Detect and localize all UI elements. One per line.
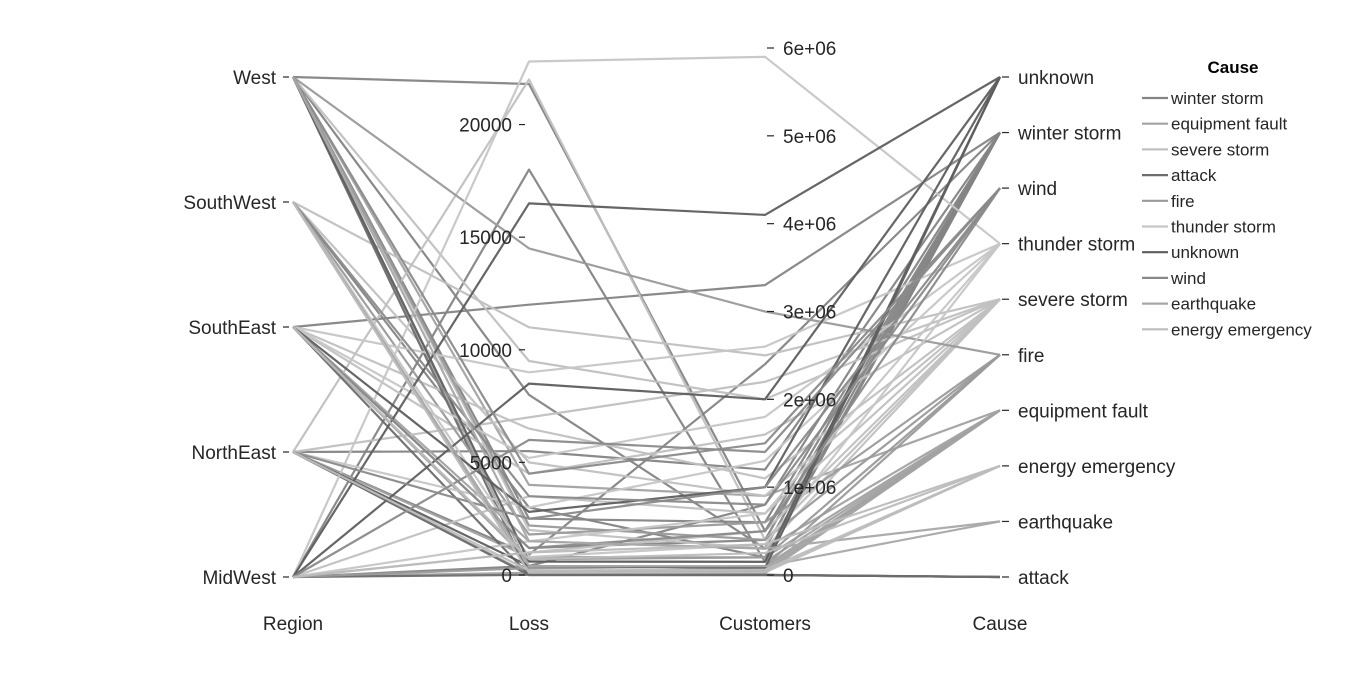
axis-cause-tick-label-7: wind	[1017, 179, 1057, 200]
axis-cause-tick-label-1: earthquake	[1018, 512, 1113, 533]
axis-customers-tick-label-3: 3e+06	[783, 303, 836, 324]
data-line-energy-emergency-1	[292, 451, 1001, 572]
axis-region-tick-label-4: West	[233, 68, 277, 89]
legend-label: equipment fault	[1171, 115, 1288, 134]
data-lines	[291, 55, 1001, 579]
axis-cause-tick-label-0: attack	[1018, 568, 1069, 589]
axis-customers-tick-label-2: 2e+06	[783, 390, 836, 411]
legend-label: earthquake	[1171, 295, 1256, 314]
axis-cause-tick-label-6: thunder storm	[1018, 235, 1135, 256]
data-line-severe-storm-3	[292, 78, 1001, 542]
legend-label: fire	[1171, 192, 1195, 211]
legend-label: winter storm	[1170, 89, 1264, 108]
data-line-energy-emergency-3	[292, 201, 1001, 574]
axis-cause-tick-label-9: unknown	[1018, 68, 1094, 89]
axis-region-tick-label-2: SouthEast	[188, 318, 276, 339]
axis-title-cause: Cause	[973, 614, 1028, 635]
data-line-wind-2	[292, 187, 1001, 550]
legend-entry-thunder-storm: thunder storm	[1142, 218, 1276, 237]
data-line-severe-storm-4	[292, 298, 1001, 579]
legend-entry-winter-storm: winter storm	[1142, 89, 1264, 108]
data-line-equipment-fault-4	[292, 409, 1001, 579]
data-line-attack-3	[292, 451, 1001, 579]
data-line-unknown-0	[292, 76, 1001, 578]
data-line-fire-0	[292, 76, 1001, 356]
data-line-equipment-fault-6	[292, 76, 1001, 497]
data-line-thunder-storm-1	[292, 242, 1001, 459]
axis-loss-tick-label-0: 0	[501, 566, 512, 587]
data-line-wind-4	[292, 187, 1001, 578]
axis-customers-tick-label-1: 1e+06	[783, 478, 836, 499]
data-line-winter-storm-8	[292, 131, 1001, 329]
legend-entry-equipment-fault: equipment fault	[1142, 115, 1288, 134]
axis-cause-tick-label-4: fire	[1018, 346, 1044, 367]
axis-cause-tick-label-3: equipment fault	[1018, 401, 1149, 422]
axes: MidWest NorthEast SouthEast SouthWest WestRe…	[183, 39, 1175, 635]
axis-region: MidWest NorthEast SouthEast SouthWest WestRe…	[183, 68, 323, 635]
axis-title-loss: Loss	[509, 614, 549, 635]
axis-cause-tick-label-8: winter storm	[1017, 124, 1121, 145]
legend-title: Cause	[1207, 58, 1258, 77]
axis-region-tick-label-1: NorthEast	[192, 443, 277, 464]
data-line-energy-emergency-2	[292, 464, 1001, 579]
data-line-unknown-4	[292, 76, 1001, 578]
axis-region-tick-label-3: SouthWest	[183, 193, 276, 214]
data-line-earthquake-0	[292, 76, 1001, 550]
data-line-thunder-storm-4	[292, 201, 1001, 559]
axis-customers-tick-label-0: 0	[783, 566, 794, 587]
axis-cause-tick-label-5: severe storm	[1018, 290, 1128, 311]
axis-title-region: Region	[263, 614, 323, 635]
axis-cause-tick-label-2: energy emergency	[1018, 457, 1176, 478]
legend-label: thunder storm	[1171, 218, 1276, 237]
legend-label: severe storm	[1171, 140, 1269, 159]
axis-loss-tick-label-2: 10000	[459, 341, 512, 362]
axis-customers-tick-label-5: 5e+06	[783, 127, 836, 148]
axis-cause: attack earthquake energy emergency equipmen…	[973, 68, 1176, 635]
data-line-severe-storm-9	[292, 201, 1001, 497]
data-line-severe-storm-0	[292, 76, 1001, 401]
legend-entry-wind: wind	[1142, 269, 1206, 288]
data-line-thunder-storm-3	[292, 242, 1001, 579]
axis-loss-tick-label-1: 5000	[470, 453, 512, 474]
data-line-severe-storm-7	[292, 298, 1001, 454]
axis-region-tick-label-0: MidWest	[202, 568, 276, 589]
legend-entry-unknown: unknown	[1142, 243, 1239, 262]
legend-label: energy emergency	[1171, 320, 1312, 339]
legend-entry-fire: fire	[1142, 192, 1195, 211]
axis-title-customers: Customers	[719, 614, 811, 635]
data-line-energy-emergency-0	[292, 326, 1001, 561]
data-line-earthquake-1	[292, 201, 1001, 568]
legend-label: attack	[1171, 166, 1217, 185]
axis-loss-tick-label-3: 15000	[459, 228, 512, 249]
legend-label: wind	[1170, 269, 1206, 288]
data-line-winter-storm-4	[292, 132, 1001, 578]
data-line-fire-1	[292, 76, 1001, 542]
legend-entry-earthquake: earthquake	[1142, 295, 1256, 314]
legend-label: unknown	[1171, 243, 1239, 262]
data-line-winter-storm-7	[292, 132, 1001, 579]
data-line-wind-3	[292, 187, 1001, 520]
data-line-severe-storm-5	[292, 298, 1001, 475]
legend-entry-severe-storm: severe storm	[1142, 140, 1269, 159]
axis-loss-tick-label-4: 20000	[459, 116, 512, 137]
legend: Cause winter storm equipment fault severe …	[1142, 58, 1312, 339]
legend-entry-energy-emergency: energy emergency	[1142, 320, 1312, 339]
data-line-wind-0	[292, 76, 1001, 475]
legend-entry-attack: attack	[1142, 166, 1217, 185]
axis-customers-tick-label-4: 4e+06	[783, 215, 836, 236]
data-line-wind-1	[292, 187, 1001, 506]
axis-customers-tick-label-6: 6e+06	[783, 39, 836, 60]
